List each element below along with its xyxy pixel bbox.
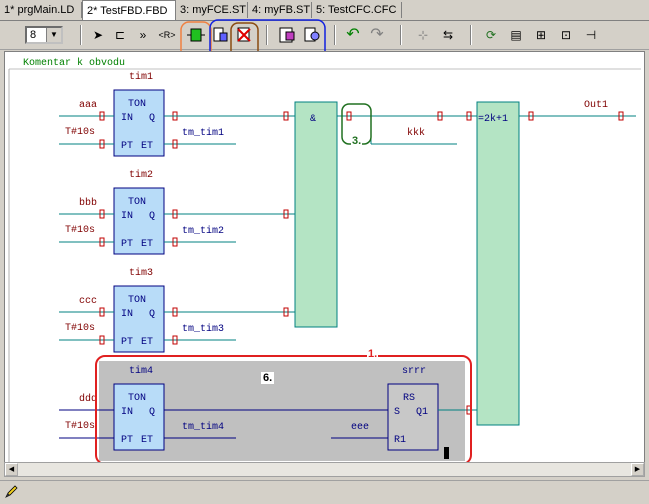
find-icon[interactable]: [302, 25, 322, 45]
tab-prgmain[interactable]: 1* prgMain.LD: [0, 2, 82, 18]
kkk-label: kkk: [407, 127, 425, 139]
instance-name: tim4: [129, 365, 153, 377]
split-icon[interactable]: ⊣: [585, 28, 597, 42]
pin-s: S: [394, 407, 400, 418]
timer-block-tim2: tim2 TON IN Q PT ET bbb T#10s tm_tim2: [59, 169, 295, 255]
pt-var: T#10s: [65, 323, 95, 334]
pin-et: ET: [141, 141, 153, 152]
et-var: tm_tim2: [182, 225, 224, 237]
et-var: tm_tim4: [182, 421, 224, 433]
pin-q: Q: [149, 113, 155, 124]
callout-1-label: 1.: [367, 348, 379, 360]
tab-testfbd[interactable]: 2* TestFBD.FBD: [82, 0, 176, 20]
zoom-select[interactable]: 8 ▼: [25, 26, 63, 44]
tab-testcfc[interactable]: 5: TestCFC.CFC: [312, 2, 402, 18]
scroll-left-icon[interactable]: ◀: [5, 463, 18, 476]
pin-in: IN: [121, 309, 133, 320]
pin-pt: PT: [121, 239, 133, 250]
pt-var: T#10s: [65, 225, 95, 236]
toolbar-separator: [400, 25, 402, 45]
align-icon[interactable]: ⊹: [417, 28, 429, 42]
block-type: TON: [128, 197, 146, 208]
status-bar: [0, 480, 649, 503]
input-var: bbb: [79, 197, 97, 209]
redo-icon[interactable]: ↷: [370, 26, 384, 43]
block-type: TON: [128, 393, 146, 404]
pin-in: IN: [121, 211, 133, 222]
delete-block-icon[interactable]: [234, 25, 254, 45]
expression-block: =2k+1: [476, 101, 520, 426]
and-label: &: [310, 114, 316, 125]
input-var: ccc: [79, 296, 97, 307]
callout-3-label: 3.: [351, 135, 363, 147]
instance-name: srrr: [402, 366, 426, 377]
connect-icon[interactable]: ⊡: [560, 28, 572, 42]
block-type: TON: [128, 295, 146, 306]
toolbar-separator: [266, 25, 268, 45]
pin-q1: Q1: [416, 407, 428, 418]
timer-block-tim4: tim4 TON IN Q PT ET ddd T#10s tm_tim4: [59, 365, 388, 451]
block-type: TON: [128, 99, 146, 110]
pin-q: Q: [149, 309, 155, 320]
pin-pt: PT: [121, 141, 133, 152]
pointer-icon[interactable]: ➤: [92, 28, 104, 42]
panel-icon[interactable]: ▤: [510, 28, 522, 42]
r1-var: eee: [351, 422, 369, 433]
pin-et: ET: [141, 239, 153, 250]
pt-var: T#10s: [65, 421, 95, 432]
horizontal-scrollbar[interactable]: ◀ ▶: [4, 462, 645, 477]
document-tabs: 1* prgMain.LD 2* TestFBD.FBD 3: myFCE.ST…: [0, 0, 649, 21]
properties-icon[interactable]: [277, 25, 297, 45]
pencil-icon: [4, 483, 20, 499]
toolbar-separator: [80, 25, 82, 45]
pin-q: Q: [149, 211, 155, 222]
return-icon[interactable]: <R>: [158, 30, 176, 40]
et-var: tm_tim1: [182, 127, 224, 139]
text-cursor: [444, 447, 449, 459]
pin-pt: PT: [121, 337, 133, 348]
pin-in: IN: [121, 407, 133, 418]
callout-6-label: 6.: [261, 372, 275, 384]
and-block: &: [294, 101, 338, 328]
instance-name: tim2: [129, 169, 153, 181]
instance-name: tim3: [129, 267, 153, 279]
pin-r1: R1: [394, 435, 406, 446]
output-var: Out1: [584, 100, 608, 111]
tab-myfb[interactable]: 4: myFB.ST: [248, 2, 312, 18]
fbd-diagram: Komentar k obvodu tim1 TON IN Q PT ET aa…: [8, 57, 641, 462]
wire-icon[interactable]: ⊏: [114, 28, 126, 42]
network-icon[interactable]: ⊞: [535, 28, 547, 42]
input-var: ddd: [79, 393, 97, 405]
scroll-right-icon[interactable]: ▶: [631, 463, 644, 476]
et-var: tm_tim3: [182, 323, 224, 335]
network-comment: Komentar k obvodu: [23, 57, 125, 69]
input-var: aaa: [79, 100, 97, 111]
tab-myfce[interactable]: 3: myFCE.ST: [176, 2, 248, 18]
block-type: RS: [403, 393, 415, 404]
refresh-icon[interactable]: ⟳: [485, 28, 497, 42]
fbd-editor-canvas[interactable]: Komentar k obvodu tim1 TON IN Q PT ET aa…: [4, 51, 645, 463]
layout-icon[interactable]: ⇆: [442, 28, 454, 42]
timer-block-tim3: tim3 TON IN Q PT ET ccc T#10s tm_tim3: [59, 267, 295, 353]
undo-icon[interactable]: ↶: [346, 26, 360, 43]
callout-1-frame: [95, 355, 472, 462]
chevron-down-icon[interactable]: ▼: [46, 28, 61, 42]
expression-label: =2k+1: [478, 113, 508, 125]
insert-input-icon[interactable]: [210, 25, 230, 45]
jump-icon[interactable]: »: [139, 28, 147, 42]
timer-block-tim1: tim1 TON IN Q PT ET aaa T#10s tm_tim1: [59, 71, 236, 157]
instance-name: tim1: [129, 71, 153, 83]
zoom-value: 8: [30, 29, 37, 41]
pin-et: ET: [141, 337, 153, 348]
pin-et: ET: [141, 435, 153, 446]
toolbar-separator: [470, 25, 472, 45]
pt-var: T#10s: [65, 127, 95, 138]
pin-q: Q: [149, 407, 155, 418]
toolbar-separator: [334, 25, 336, 45]
pin-in: IN: [121, 113, 133, 124]
insert-block-icon[interactable]: [186, 25, 206, 45]
pin-pt: PT: [121, 435, 133, 446]
